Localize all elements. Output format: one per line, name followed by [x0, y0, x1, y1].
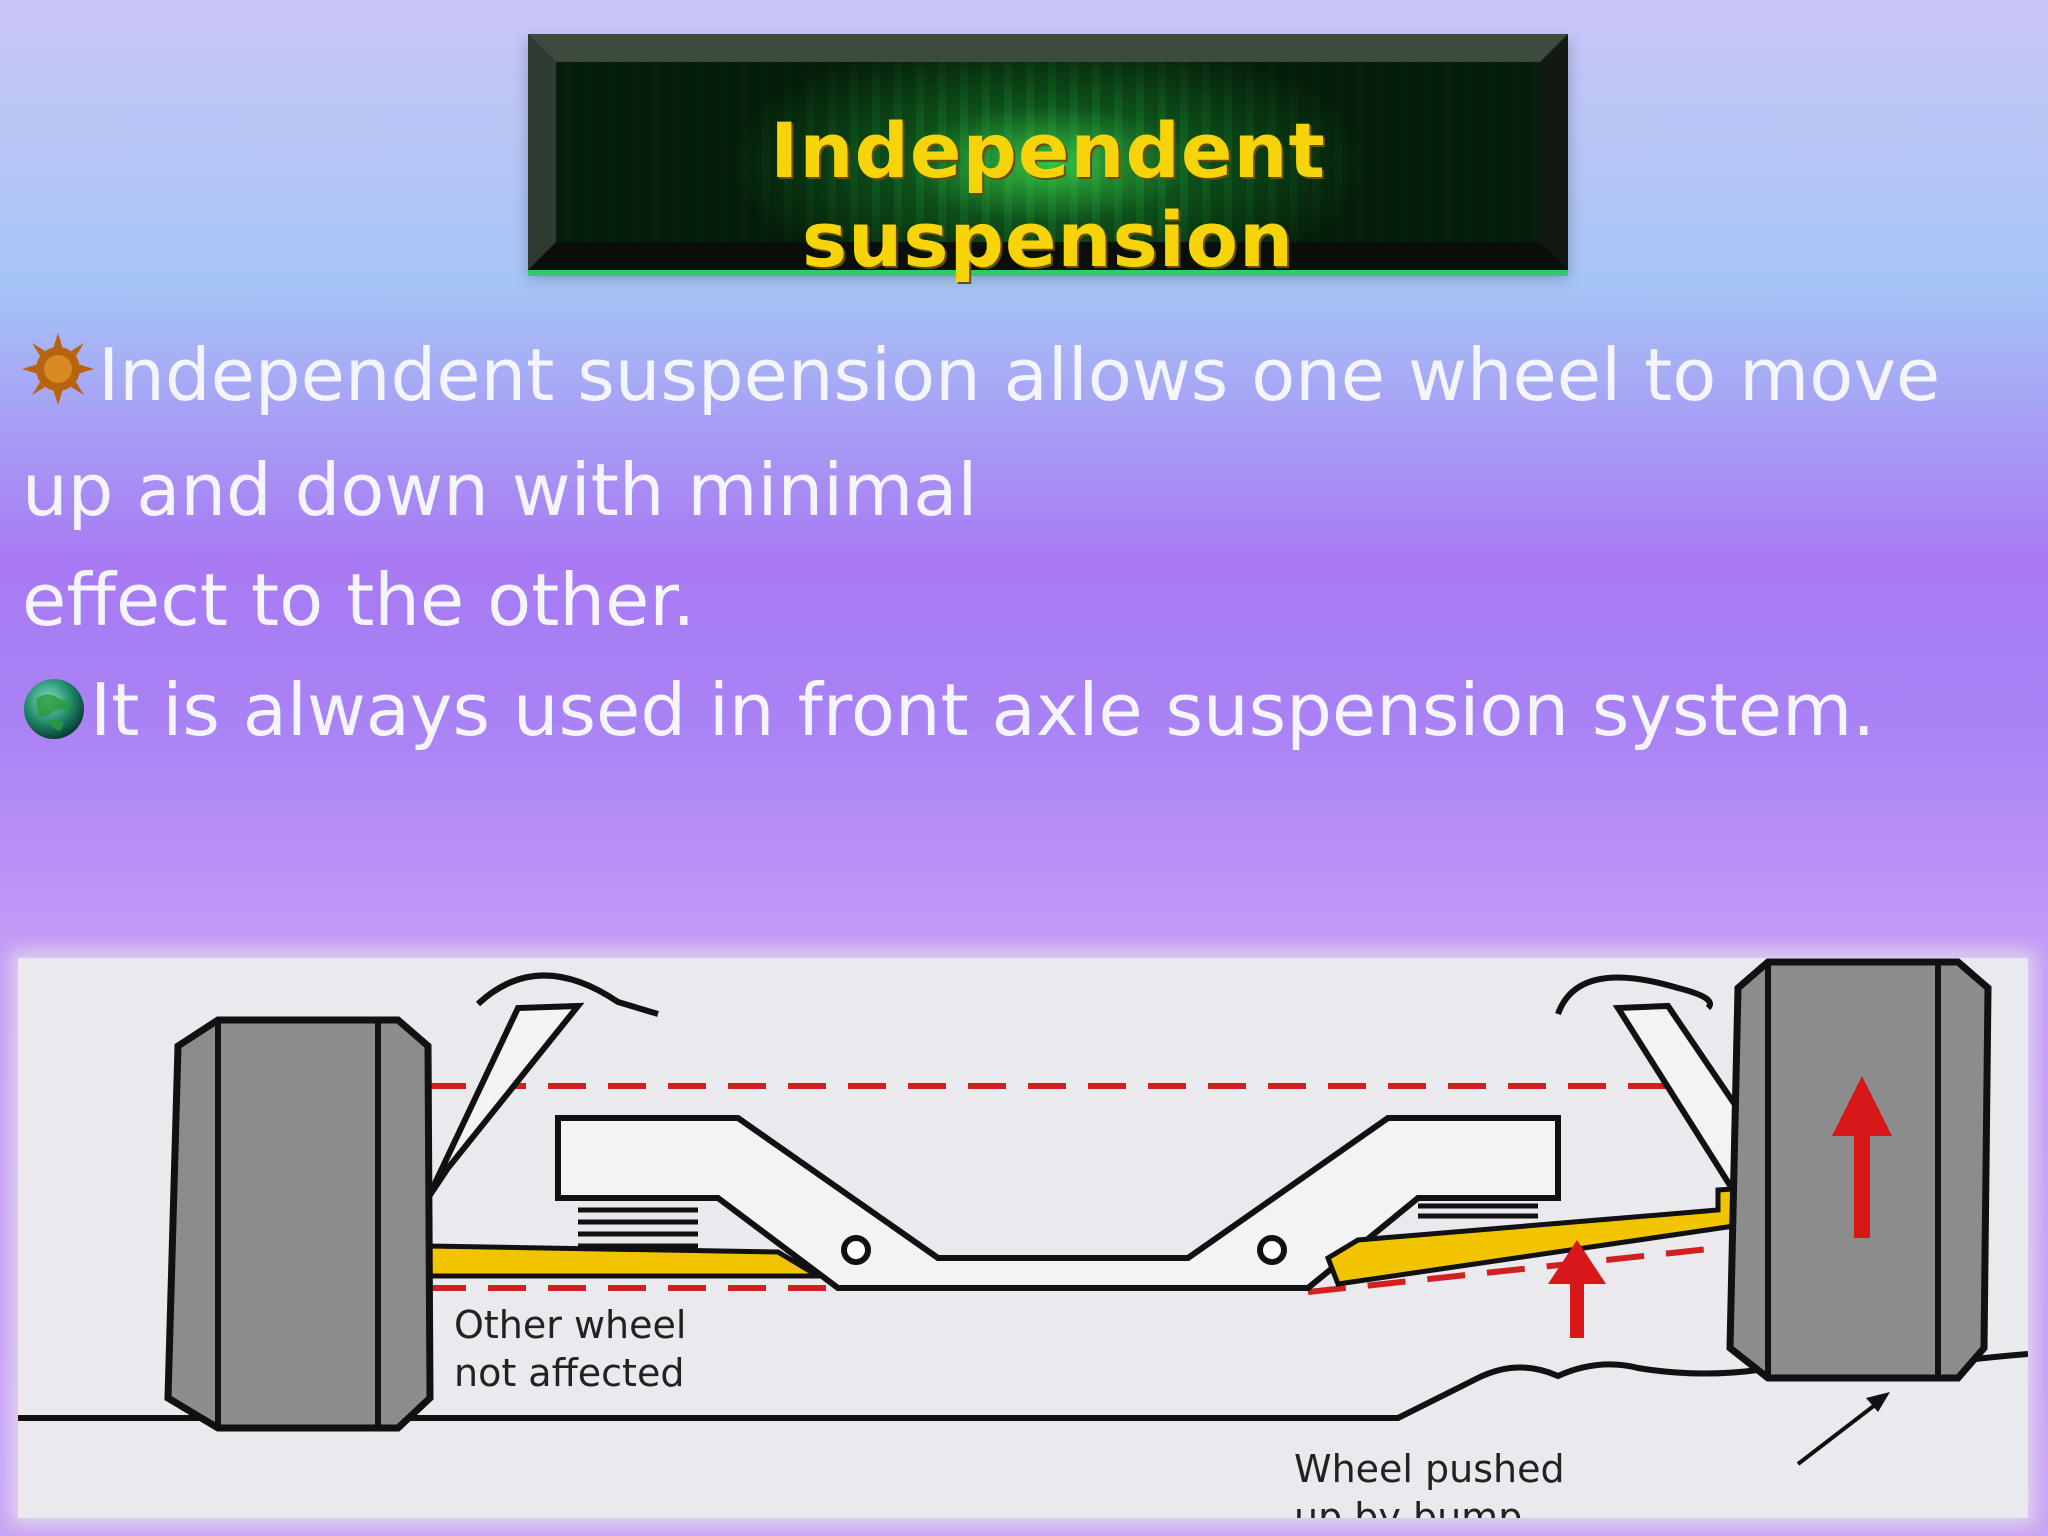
label-wheel-pushed-1: Wheel pushed	[1294, 1447, 1565, 1491]
label-other-wheel-2: not affected	[454, 1351, 684, 1395]
bullet-1-text-1: Independent suspension allows one wheel …	[98, 333, 1941, 417]
label-wheel-pushed-2: up by bump	[1294, 1495, 1522, 1518]
reference-dash-right	[1307, 1245, 1719, 1295]
suspension-diagram: Other wheel not affected Wheel pushed up…	[18, 958, 2028, 1518]
pivot-left	[841, 1235, 871, 1265]
bullet-2-text-1: It is always used in front axle suspensi…	[90, 668, 1876, 753]
bullet-1-line-1: Independent suspension allows one wheel …	[22, 320, 2022, 435]
bullet-1-line-3: effect to the other.	[22, 558, 696, 643]
slide-title: Independent suspension	[770, 106, 1326, 284]
label-other-wheel-1: Other wheel	[454, 1303, 686, 1347]
spring-left	[578, 1207, 698, 1249]
chassis-frame	[555, 1115, 1561, 1291]
strut-cap-right	[1555, 974, 1713, 1016]
globe-bullet-icon	[22, 661, 86, 771]
bullet-2-line-1: It is always used in front axle suspensi…	[22, 655, 2022, 770]
strut-cap-left	[475, 972, 659, 1017]
pivot-right	[1257, 1235, 1287, 1265]
spring-right	[1418, 1203, 1538, 1219]
bullet-1-line-2: up and down with minimal	[22, 448, 978, 533]
control-arm-left	[425, 1243, 828, 1279]
arrow-up-arm-icon	[1548, 1240, 1606, 1338]
title-banner: Independent suspension	[528, 34, 1568, 284]
strut-left	[425, 1002, 585, 1200]
pointer-arrow-icon	[1796, 1392, 1890, 1466]
slide-body: Independent suspension allows one wheel …	[22, 320, 2022, 771]
wheel-left	[164, 1016, 434, 1432]
sun-bullet-icon	[22, 325, 94, 435]
arrow-up-wheel-icon	[1832, 1076, 1892, 1238]
